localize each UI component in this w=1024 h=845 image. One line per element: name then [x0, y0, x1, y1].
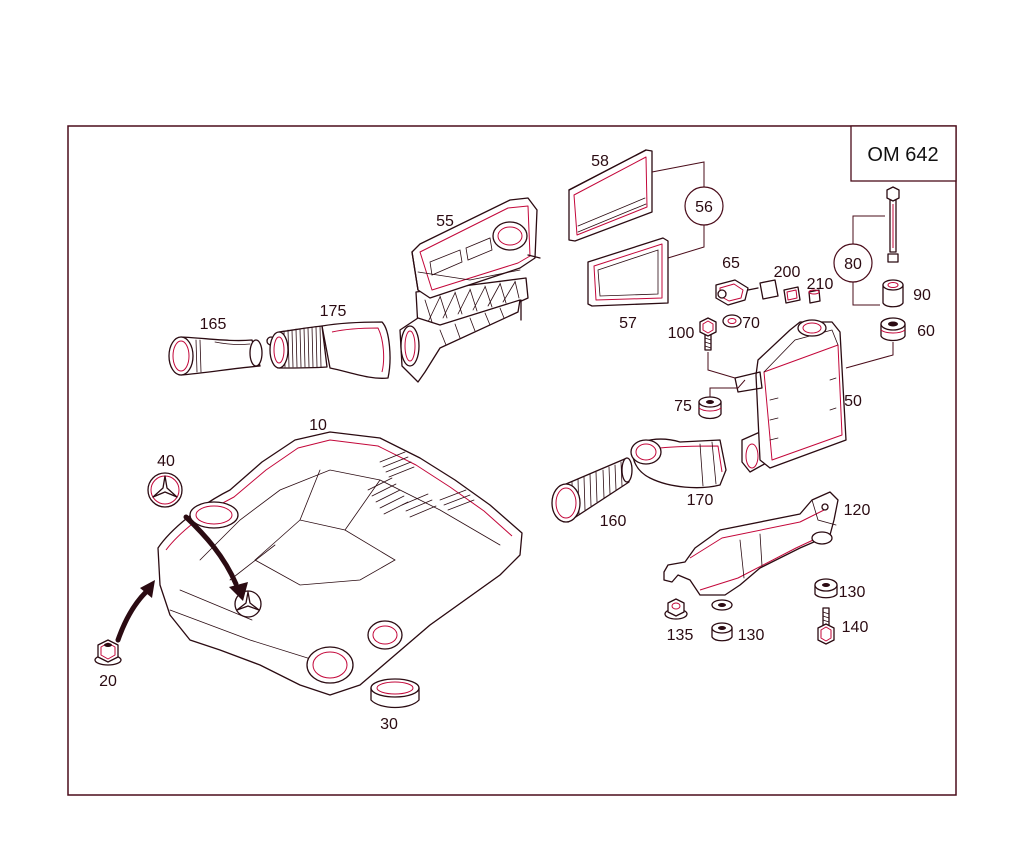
part-160-drawing — [551, 457, 633, 523]
callout-120: 120 — [844, 502, 871, 519]
part-135-drawing — [664, 598, 688, 620]
callout-165: 165 — [200, 316, 227, 333]
part-130-lower-drawing — [711, 622, 733, 642]
callout-175: 175 — [320, 303, 347, 320]
callout-135: 135 — [667, 627, 694, 644]
callout-100: 100 — [668, 325, 695, 342]
callout-56-leaders — [651, 161, 724, 259]
part-140-drawing — [817, 607, 835, 645]
part-120-drawing — [663, 491, 839, 611]
callout-80: 80 — [844, 256, 862, 273]
callout-160: 160 — [600, 513, 627, 530]
callout-70: 70 — [742, 315, 760, 332]
part-65-drawing — [715, 279, 759, 306]
callout-80-leaders — [833, 215, 885, 306]
part-40-drawing — [147, 472, 183, 508]
callout-130-lower: 130 — [738, 627, 765, 644]
part-60-drawing — [845, 317, 906, 369]
callout-50: 50 — [844, 393, 862, 410]
callout-20: 20 — [99, 673, 117, 690]
part-100-drawing — [699, 317, 736, 379]
part-10-drawing — [157, 431, 523, 696]
arrow-40-to-cover — [183, 514, 248, 601]
diagram-frame — [67, 125, 957, 796]
part-70-drawing — [722, 314, 742, 328]
engine-badge-box — [850, 125, 957, 182]
part-55-drawing — [399, 197, 541, 383]
callout-65: 65 — [722, 255, 740, 272]
callout-30: 30 — [380, 716, 398, 733]
arrow-20-to-cover — [115, 580, 155, 643]
callout-60: 60 — [917, 323, 935, 340]
part-165-drawing — [168, 336, 276, 376]
callout-56: 56 — [695, 199, 713, 216]
part-130-upper-drawing — [814, 578, 838, 599]
part-75-drawing — [698, 379, 746, 420]
callout-170: 170 — [687, 492, 714, 509]
part-175-drawing — [269, 321, 391, 379]
part-30-drawing — [370, 678, 420, 709]
part-170-drawing — [630, 438, 727, 489]
callout-210: 210 — [807, 276, 834, 293]
part-50-drawing — [734, 319, 847, 473]
callout-90: 90 — [913, 287, 931, 304]
engine-badge-text: OM 642 — [867, 144, 938, 166]
callout-140: 140 — [842, 619, 869, 636]
part-20-drawing — [94, 639, 122, 666]
part-57-drawing — [587, 237, 669, 307]
callout-130-upper: 130 — [839, 584, 866, 601]
part-200-drawing — [759, 279, 801, 304]
part-210-drawing — [808, 289, 821, 304]
part-58-drawing — [568, 149, 653, 242]
callout-58: 58 — [591, 153, 609, 170]
part-90-drawing — [882, 279, 904, 308]
callout-200: 200 — [774, 264, 801, 281]
callout-55: 55 — [436, 213, 454, 230]
callout-75: 75 — [674, 398, 692, 415]
part-80-drawing — [886, 186, 900, 263]
callout-10: 10 — [309, 417, 327, 434]
callout-57: 57 — [619, 315, 637, 332]
callout-40: 40 — [157, 453, 175, 470]
